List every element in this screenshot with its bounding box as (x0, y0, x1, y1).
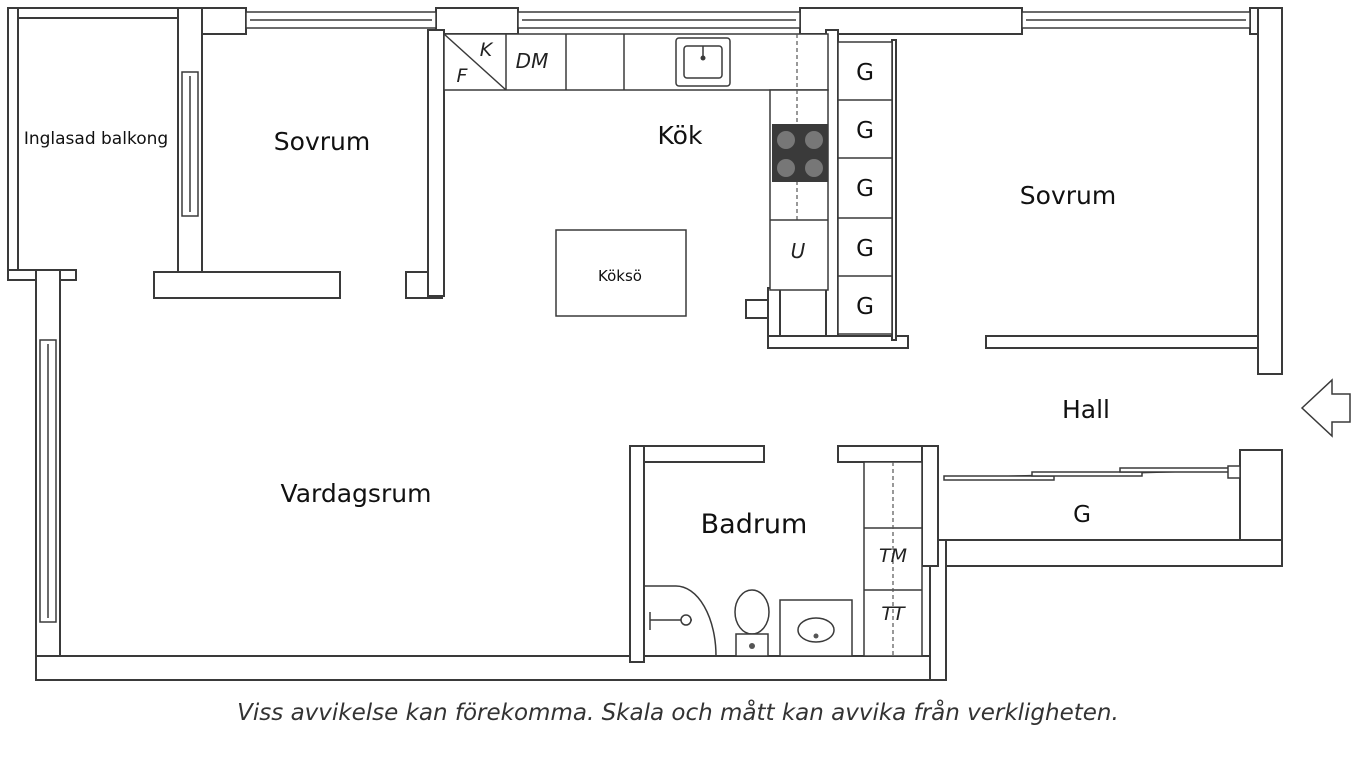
room-label-hall: Hall (1062, 395, 1110, 424)
fixture-label-fridge: F (457, 65, 469, 87)
fixture-label-wardrobe-5: G (856, 294, 874, 320)
entrance-arrow-icon (1300, 378, 1351, 438)
kitchen-island (555, 229, 687, 317)
room-label-bedroom-right: Sovrum (1020, 181, 1116, 210)
fixture-label-wardrobe-2: G (856, 118, 874, 144)
kitchen-fixtures (443, 33, 829, 317)
room-label-balcony: Inglasad balkong (24, 129, 168, 149)
bathroom-fixtures (644, 461, 923, 657)
room-label-living-room: Vardagsrum (281, 479, 432, 508)
shower-icon (644, 585, 717, 657)
fixture-label-dishwasher: DM (516, 49, 549, 73)
toilet-icon (734, 589, 770, 635)
fixture-label-wardrobe-3: G (856, 176, 874, 202)
floor-plan: Inglasad balkong Sovrum Kök Köksö Sovrum… (7, 7, 1351, 681)
fixture-label-tumble-dryer: TT (881, 603, 906, 625)
fixture-label-wardrobe-hall: G (1073, 502, 1091, 528)
interior-walls (153, 7, 1259, 663)
wardrobe-column (837, 41, 893, 335)
room-label-bathroom: Badrum (701, 509, 808, 540)
disclaimer-text: Viss avvikelse kan förekomma. Skala och … (237, 700, 1119, 726)
room-label-kitchen: Kök (658, 121, 703, 150)
fixture-label-freezer: K (480, 39, 494, 61)
hall-wardrobe (943, 465, 1241, 481)
room-label-bedroom-left: Sovrum (274, 127, 370, 156)
room-label-kitchen-island: Köksö (598, 267, 642, 285)
fixture-label-oven: U (791, 239, 806, 263)
fixture-label-washing-machine: TM (879, 545, 907, 567)
fixture-label-wardrobe-4: G (856, 236, 874, 262)
fixture-label-wardrobe-1: G (856, 60, 874, 86)
